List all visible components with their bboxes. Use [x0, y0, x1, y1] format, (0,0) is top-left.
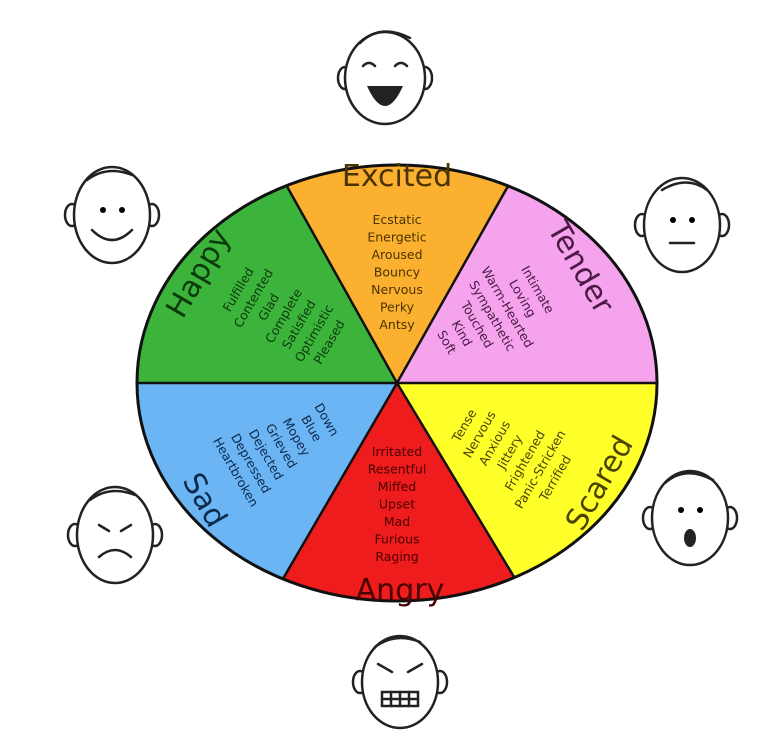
emotion-word: Bouncy — [374, 265, 421, 280]
emotion-word: Nervous — [371, 282, 423, 297]
laughing-face-icon — [336, 30, 434, 126]
emotion-word: Mad — [384, 514, 410, 529]
emotion-word: Upset — [379, 497, 415, 512]
emotion-word: Raging — [375, 549, 418, 564]
wheel-outline — [135, 163, 659, 603]
happy-face-icon — [63, 165, 161, 265]
angry-face-icon — [351, 634, 449, 730]
label-excited: Excited — [342, 159, 452, 194]
emotion-word: Ecstatic — [372, 212, 421, 227]
words-scared: TenseNervousAnxiousJitteryFrightenedPani… — [448, 406, 574, 511]
emotion-word: Aroused — [371, 247, 422, 262]
emotion-word: Resentful — [368, 462, 427, 477]
emotion-word: Perky — [380, 300, 415, 315]
emotion-word: Furious — [374, 532, 419, 547]
scared-face-icon — [641, 469, 739, 567]
emotion-word: Antsy — [379, 317, 415, 332]
sector-angry — [259, 383, 540, 601]
words-angry: IrritatedResentfulMiffedUpsetMadFuriousR… — [368, 444, 427, 564]
sad-face-icon — [66, 485, 164, 585]
emotion-word: Energetic — [367, 230, 426, 245]
emotion-word: Irritated — [372, 444, 422, 459]
words-excited: EcstaticEnergeticArousedBouncyNervousPer… — [367, 212, 426, 332]
label-angry: Angry — [356, 573, 445, 608]
neutral-face-icon — [633, 176, 731, 274]
emotion-word: Miffed — [378, 479, 417, 494]
sector-excited — [261, 165, 534, 383]
